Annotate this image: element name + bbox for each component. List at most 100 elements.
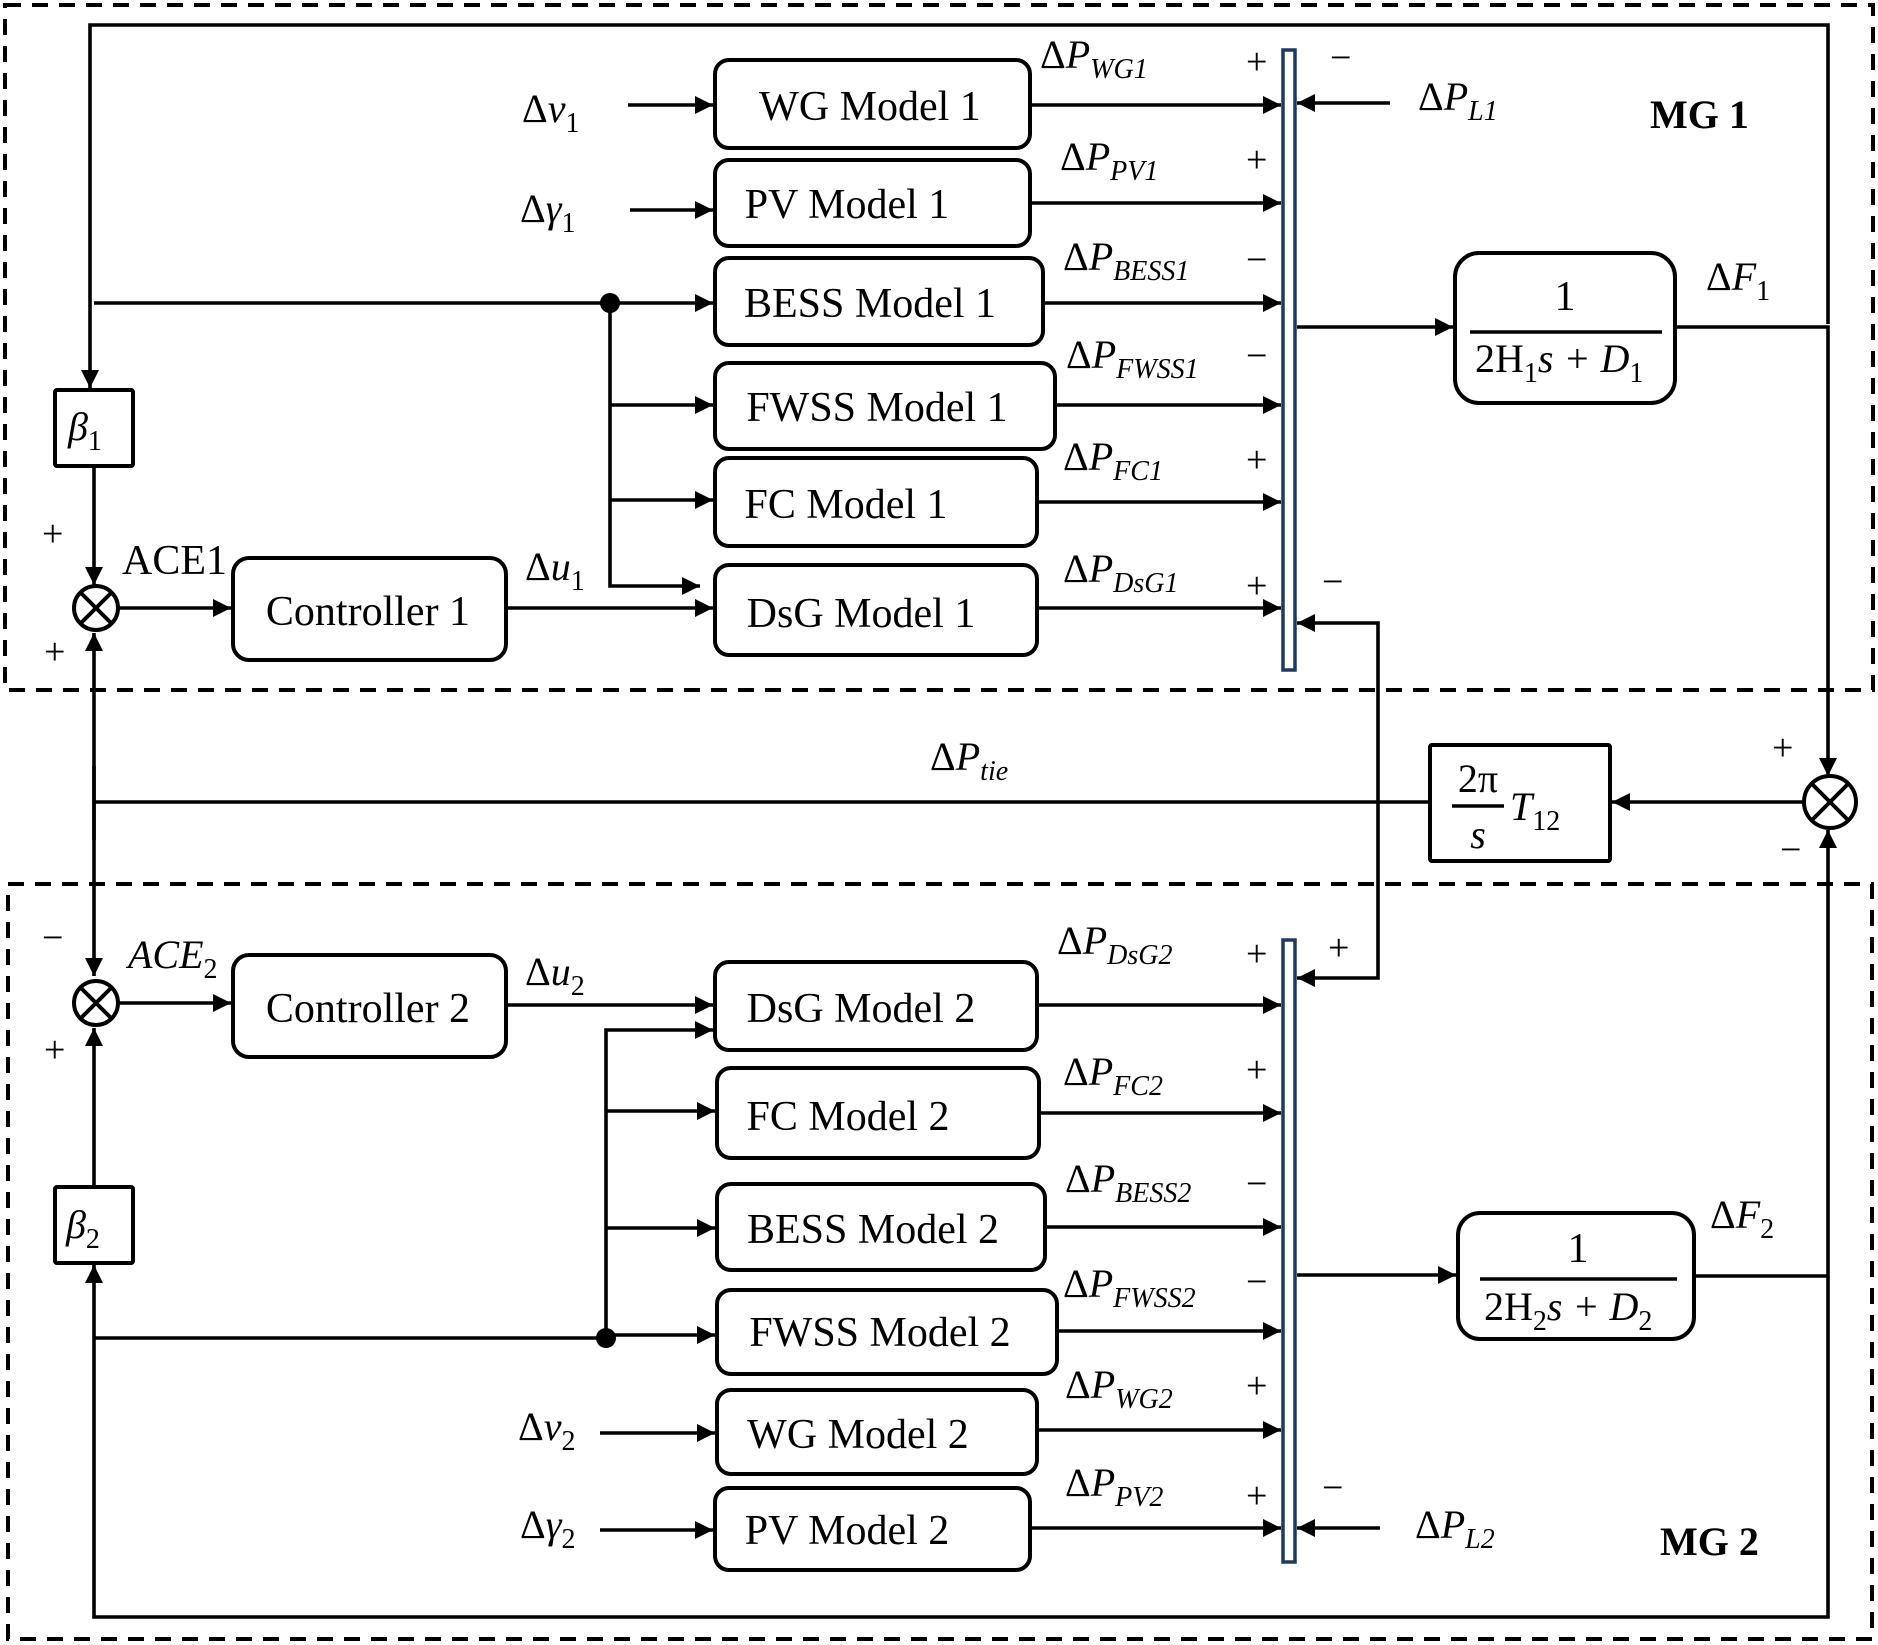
mg1-summing-junction	[72, 584, 120, 632]
tie-block-gain: T12	[1510, 784, 1560, 837]
mg1-pv-model-label: PV Model 1	[745, 182, 950, 228]
mg1-summing-bus	[1281, 48, 1297, 672]
mg1-dPWG-label: ΔPWG1	[1040, 32, 1148, 85]
mg2-summing-junction	[72, 979, 120, 1027]
mg2-inertia-transfer-block: 1 2H2s + D2	[1456, 1211, 1696, 1341]
mg1-tie-to-bus	[1297, 614, 1380, 803]
mg1-bus-sign-pv: +	[1246, 139, 1267, 181]
mg1-fc-model-label: FC Model 1	[744, 482, 947, 528]
mg2-region-border	[6, 882, 1874, 1641]
mg1-wg-model-block: WG Model 1	[713, 58, 1032, 150]
mg2-title: MG 2	[1660, 1519, 1759, 1564]
mg1-sum-sign-top: +	[42, 513, 63, 555]
mg2-bus-sign-wg: +	[1246, 1365, 1267, 1407]
mg2-dPWG-label: ΔPWG2	[1065, 1362, 1173, 1415]
mg2-fwss-model-block: FWSS Model 2	[715, 1288, 1059, 1376]
mg2-dgamma-label: Δγ2	[520, 1502, 576, 1555]
mg2-sum-sign-bottom: +	[44, 1029, 65, 1071]
mg1-fc-model-block: FC Model 1	[713, 456, 1039, 548]
mg2-bess-model-block: BESS Model 2	[715, 1182, 1047, 1272]
mg1-dF-label: ΔF1	[1706, 254, 1770, 307]
mg2-bus-sign-pv: +	[1246, 1475, 1267, 1517]
mg1-ace-label: ACE1	[122, 538, 227, 584]
mg1-dv-label: Δv1	[522, 86, 580, 139]
mg2-dPFWSS-label: ΔPFWSS2	[1063, 1261, 1196, 1314]
mg2-bus-sign-fc: +	[1246, 1049, 1267, 1091]
mg2-ace-label: ACE2	[125, 932, 218, 985]
mg1-frequency-feedback-loop	[81, 23, 1830, 388]
tie-sum-sign-bottom: −	[1780, 829, 1801, 871]
mg2-summing-bus	[1281, 938, 1297, 1564]
mg2-transfer-denominator: 2H2s + D2	[1484, 1284, 1652, 1337]
mg2-bus-sign-tie: +	[1328, 927, 1349, 969]
tie-block-denominator: s	[1470, 812, 1486, 857]
mg1-dPDsG-label: ΔPDsG1	[1063, 546, 1179, 599]
mg2-pv-model-block: PV Model 2	[713, 1486, 1032, 1572]
mg1-bess-model-block: BESS Model 1	[713, 256, 1045, 347]
mg1-beta-block: β1	[53, 388, 135, 468]
mg1-sum-sign-bottom: +	[44, 631, 65, 673]
mg2-bus-sign-load: −	[1322, 1467, 1343, 1509]
tie-summing-junction	[1802, 774, 1858, 830]
tie-line-block: 2π s T12	[1428, 743, 1612, 863]
mg2-fc-model-block: FC Model 2	[715, 1066, 1041, 1160]
mg2-dPL-label: ΔPL2	[1415, 1502, 1495, 1555]
mg1-bus-sign-tie: −	[1322, 561, 1343, 603]
mg1-transfer-denominator: 2H1s + D1	[1475, 336, 1643, 389]
tie-sum-sign-top: +	[1772, 727, 1793, 769]
mg1-pv-model-block: PV Model 1	[713, 158, 1032, 248]
mg1-bus-sign-fc: +	[1246, 439, 1267, 481]
mg1-dPFWSS-label: ΔPFWSS1	[1066, 332, 1199, 385]
tie-block-numerator: 2π	[1458, 756, 1498, 801]
mg2-controller-label: Controller 2	[266, 986, 470, 1032]
mg1-dPL-label: ΔPL1	[1418, 74, 1498, 127]
mg1-bus-sign-fwss: −	[1246, 335, 1267, 377]
mg1-bus-sign-bess: −	[1246, 239, 1267, 281]
mg1-inertia-transfer-block: 1 2H1s + D1	[1453, 251, 1677, 405]
mg1-dPBESS-label: ΔPBESS1	[1063, 234, 1189, 287]
mg2-transfer-numerator: 1	[1568, 1226, 1589, 1272]
mg2-df-output	[1694, 830, 1837, 1278]
mg2-wg-model-block: WG Model 2	[715, 1388, 1039, 1476]
mg2-dPPV-label: ΔPPV2	[1065, 1460, 1163, 1513]
mg1-bess-model-label: BESS Model 1	[744, 281, 996, 327]
mg1-dgamma-label: Δγ1	[520, 186, 576, 239]
mg2-bess-model-label: BESS Model 2	[747, 1207, 999, 1253]
mg1-du-label: Δu1	[525, 544, 585, 597]
mg1-du-branch-trunk	[608, 303, 700, 595]
tie-power-label: ΔPtie	[930, 734, 1008, 787]
mg1-dPPV-label: ΔPPV1	[1060, 134, 1158, 187]
mg1-wg-model-label: WG Model 1	[759, 84, 981, 130]
mg2-controller-block: Controller 2	[231, 953, 508, 1059]
mg1-dPFC-label: ΔPFC1	[1063, 434, 1163, 487]
mg2-dv-label: Δv2	[518, 1404, 576, 1457]
mg2-dF-label: ΔF2	[1710, 1192, 1774, 1245]
mg2-fc-model-label: FC Model 2	[746, 1094, 949, 1140]
mg2-dsg-model-label: DsG Model 2	[747, 986, 976, 1032]
mg1-transfer-numerator: 1	[1555, 274, 1576, 320]
mg2-du-branch-trunk	[604, 1021, 713, 1338]
mg2-pv-model-label: PV Model 2	[745, 1508, 950, 1554]
mg2-beta-label: β2	[65, 1202, 100, 1255]
mg1-controller-label: Controller 1	[266, 589, 470, 635]
mg1-dsg-model-label: DsG Model 1	[747, 591, 976, 637]
mg1-bus-sign-load: −	[1330, 37, 1351, 79]
mg1-title: MG 1	[1650, 92, 1749, 137]
mg2-dPFC-label: ΔPFC2	[1063, 1049, 1163, 1102]
mg1-fwss-model-label: FWSS Model 1	[746, 385, 1007, 431]
mg2-fwss-model-label: FWSS Model 2	[749, 1310, 1010, 1356]
mg1-bus-sign-dsg: +	[1246, 565, 1267, 607]
mg1-bus-sign-wg: +	[1246, 41, 1267, 83]
mg2-bus-sign-dsg: +	[1246, 933, 1267, 975]
mg1-fwss-model-block: FWSS Model 1	[713, 361, 1057, 451]
mg1-controller-block: Controller 1	[231, 556, 508, 662]
mg1-dsg-model-block: DsG Model 1	[713, 563, 1039, 657]
mg2-beta-block: β2	[53, 1185, 135, 1265]
mg2-frequency-feedback-loop	[85, 1265, 1830, 1619]
mg1-beta-label: β1	[67, 404, 102, 457]
mg2-sum-sign-top: −	[42, 917, 63, 959]
mg1-region-border	[3, 3, 1875, 692]
mg2-bus-sign-fwss: −	[1246, 1261, 1267, 1303]
mg2-tie-to-bus	[1297, 803, 1380, 987]
